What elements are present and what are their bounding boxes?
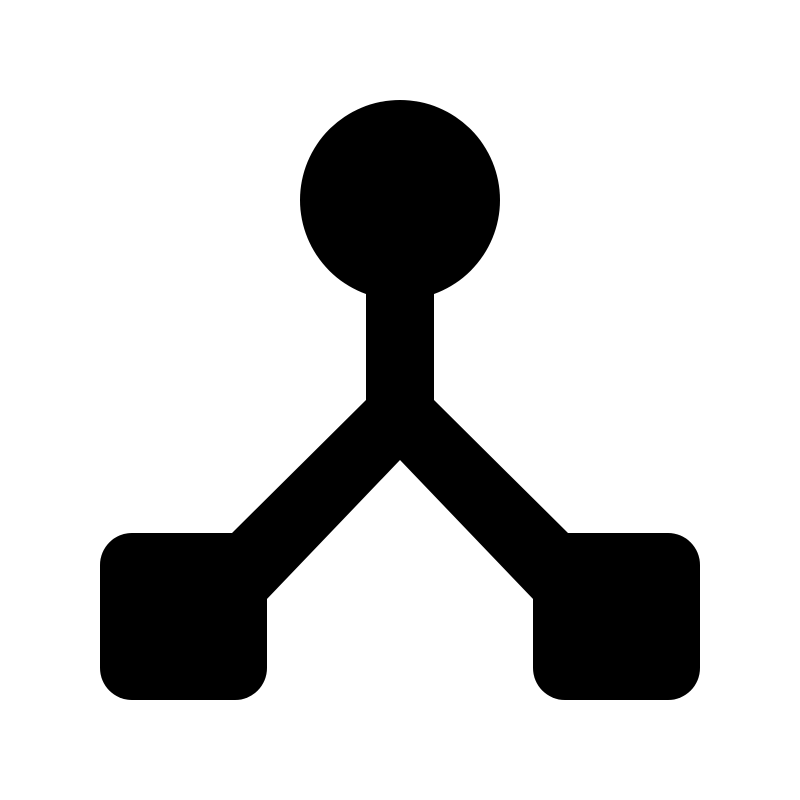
- bottom-left-node: [100, 533, 267, 700]
- top-node: [300, 100, 500, 300]
- bottom-right-node: [533, 533, 700, 700]
- left-branch-connector: [232, 400, 434, 600]
- right-branch-connector: [366, 400, 568, 600]
